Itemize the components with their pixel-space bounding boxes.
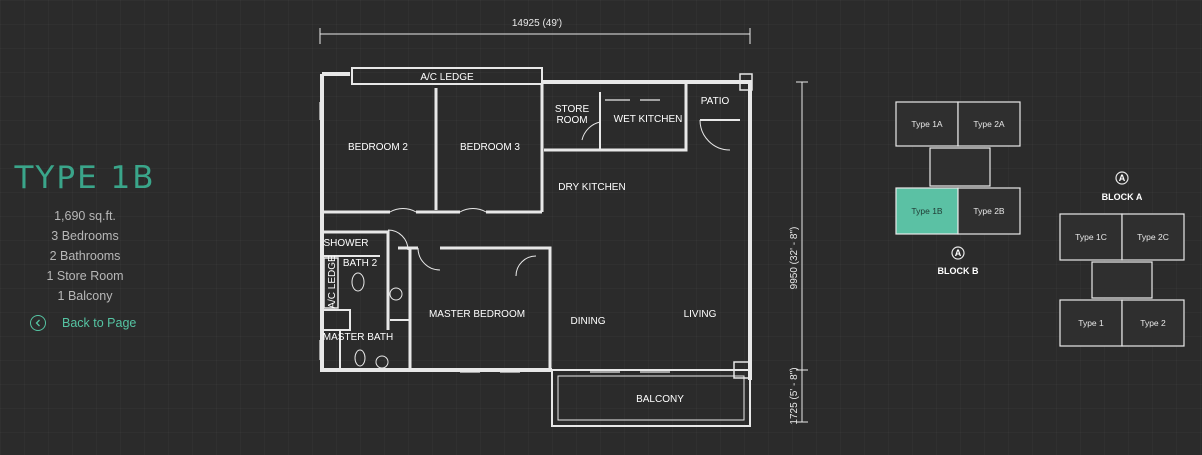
block-b-label: BLOCK B <box>938 266 979 276</box>
width-dimension: 14925 (49') <box>319 18 751 44</box>
svg-text:A: A <box>955 248 962 258</box>
ac-ledge-top-label: A/C LEDGE <box>420 72 474 83</box>
unit-type-2c[interactable]: Type 2C <box>1121 213 1185 261</box>
master-bedroom-label: MASTER BEDROOM <box>429 309 525 320</box>
svg-text:Type 1C: Type 1C <box>1075 232 1107 242</box>
spec-store-room: 1 Store Room <box>46 269 124 283</box>
unit-type-2a[interactable]: Type 2A <box>957 101 1021 147</box>
unit-type-1[interactable]: Type 1 <box>1059 299 1123 347</box>
north-arrow-icon: A <box>1115 171 1129 185</box>
block-a-label: BLOCK A <box>1102 192 1143 202</box>
svg-text:Type 1B: Type 1B <box>911 206 943 216</box>
back-to-page-link[interactable]: Back to Page <box>30 315 136 331</box>
unit-type-1a[interactable]: Type 1A <box>895 101 959 147</box>
floor-plan: 14925 (49') 9950 (32' - 8") 1725 (5' - 8… <box>319 18 808 427</box>
chevron-left-icon <box>30 315 46 331</box>
width-dimension-label: 14925 (49') <box>512 18 562 29</box>
living-label: LIVING <box>684 309 717 320</box>
spec-bathrooms: 2 Bathrooms <box>49 249 121 263</box>
store-room-label-line2: ROOM <box>556 115 587 126</box>
unit-type-2[interactable]: Type 2 <box>1121 299 1185 347</box>
svg-text:Type 1A: Type 1A <box>911 119 943 129</box>
svg-text:Type 2: Type 2 <box>1140 318 1166 328</box>
unit-type-title: TYPE 1B <box>14 160 156 196</box>
wet-kitchen-label: WET KITCHEN <box>614 114 683 125</box>
shower-label: SHOWER <box>324 238 369 249</box>
key-plan: Type 1A Type 2A Type 1B Type 2B A BLOCK … <box>895 101 1185 347</box>
block-a: A BLOCK A Type 1C Type 2C Type 1 Type 2 <box>1059 171 1185 347</box>
ac-ledge-side-label: A/C LEDGE <box>327 255 338 309</box>
back-to-page-label: Back to Page <box>62 316 137 330</box>
svg-text:Type 2C: Type 2C <box>1137 232 1169 242</box>
svg-text:Type 1: Type 1 <box>1078 318 1104 328</box>
spec-area: 1,690 sq.ft. <box>54 209 116 223</box>
balcony-label: BALCONY <box>636 394 684 405</box>
master-bath-label: MASTER BATH <box>323 332 393 343</box>
svg-text:Type 2B: Type 2B <box>973 206 1005 216</box>
north-arrow-icon: A <box>951 246 965 260</box>
unit-type-1c[interactable]: Type 1C <box>1059 213 1123 261</box>
patio-label: PATIO <box>701 96 730 107</box>
depth-dimension-label: 9950 (32' - 8") <box>789 227 800 290</box>
balcony-dimension-label: 1725 (5' - 8") <box>789 367 800 424</box>
bedroom-2-label: BEDROOM 2 <box>348 142 408 153</box>
spec-balcony: 1 Balcony <box>57 289 113 303</box>
unit-type-1b[interactable]: Type 1B <box>895 187 959 235</box>
depth-dimension: 9950 (32' - 8") 1725 (5' - 8") <box>789 81 808 425</box>
svg-text:Type 2A: Type 2A <box>973 119 1005 129</box>
dry-kitchen-label: DRY KITCHEN <box>558 182 625 193</box>
dining-label: DINING <box>571 316 606 327</box>
bedroom-3-label: BEDROOM 3 <box>460 142 520 153</box>
svg-text:A: A <box>1119 173 1126 183</box>
unit-info-panel: TYPE 1B 1,690 sq.ft. 3 Bedrooms 2 Bathro… <box>0 158 170 306</box>
block-b: Type 1A Type 2A Type 1B Type 2B A BLOCK … <box>895 101 1021 276</box>
walls <box>319 67 753 427</box>
bath-2-label: BATH 2 <box>343 258 378 269</box>
spec-bedrooms: 3 Bedrooms <box>51 229 119 243</box>
unit-type-2b[interactable]: Type 2B <box>957 187 1021 235</box>
store-room-label-line1: STORE <box>555 104 590 115</box>
